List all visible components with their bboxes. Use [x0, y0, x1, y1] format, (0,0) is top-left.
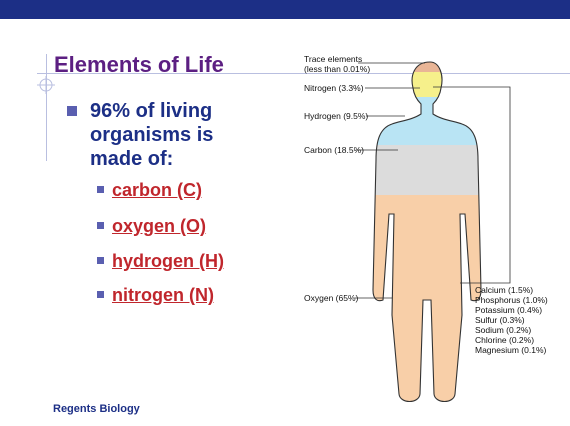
other-element-label: Potassium (0.4%) — [475, 305, 542, 315]
hydrogen-region — [360, 97, 500, 145]
other-element-label: Sodium (0.2%) — [475, 325, 531, 335]
other-element-label: Phosphorus (1.0%) — [475, 295, 548, 305]
other-element-label: Sulfur (0.3%) — [475, 315, 525, 325]
other-element-label: Magnesium (0.1%) — [475, 345, 547, 355]
trace-label-line2: (less than 0.01%) — [304, 64, 370, 74]
oxygen-label: Oxygen (65%) — [304, 293, 358, 303]
nitrogen-label: Nitrogen (3.3%) — [304, 83, 364, 93]
hydrogen-label: Hydrogen (9.5%) — [304, 111, 368, 121]
nitrogen-region — [360, 72, 500, 97]
other-element-label: Calcium (1.5%) — [475, 285, 533, 295]
trace-region — [360, 55, 500, 72]
trace-label-line1: Trace elements — [304, 54, 362, 64]
carbon-label: Carbon (18.5%) — [304, 145, 364, 155]
other-element-label: Chlorine (0.2%) — [475, 335, 534, 345]
